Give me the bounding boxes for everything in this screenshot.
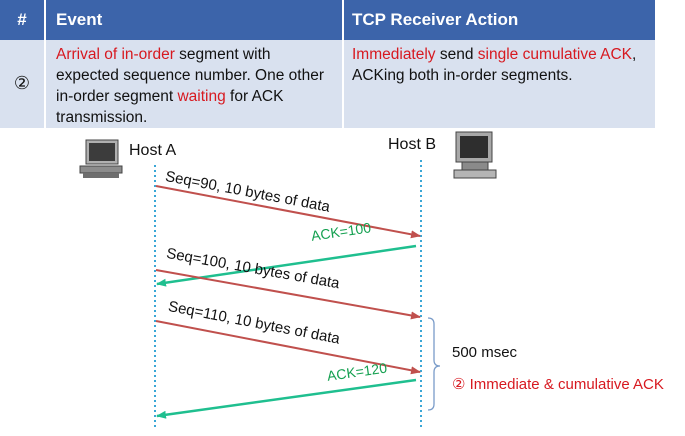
segment-arrow-seq110 bbox=[155, 320, 421, 375]
header-number: # bbox=[0, 0, 44, 40]
event-text-4: transmission. bbox=[56, 109, 148, 126]
host-b-label: Host B bbox=[388, 136, 437, 153]
action-text-2: , bbox=[632, 46, 637, 63]
action-text: Immediately send single cumulative ACK, … bbox=[352, 44, 652, 86]
segment-arrow-seq90 bbox=[155, 185, 421, 239]
action-text-3: ACKing both in-order segments. bbox=[352, 67, 573, 84]
action-highlight-cumulative: single cumulative ACK bbox=[477, 46, 633, 63]
event-text-2: expected sequence number. One other bbox=[56, 67, 324, 84]
event-text-1: segment with bbox=[174, 46, 271, 63]
cell-event bbox=[46, 40, 342, 128]
timer-bracket bbox=[427, 317, 441, 411]
event-text-3a: in-order segment bbox=[56, 88, 178, 105]
note-number: ② bbox=[452, 376, 466, 393]
cumulative-ack-note: ② Immediate & cumulative ACK bbox=[452, 375, 664, 393]
timer-label: 500 msec bbox=[452, 344, 518, 361]
ack-arrow-120 bbox=[156, 378, 417, 419]
host-a-label: Host A bbox=[129, 142, 177, 159]
row-number: ② bbox=[13, 73, 31, 93]
action-highlight-immediately: Immediately bbox=[352, 46, 436, 63]
event-text-3c: for ACK bbox=[225, 88, 284, 105]
event-text: Arrival of in-order segment with expecte… bbox=[56, 44, 342, 128]
cell-action bbox=[344, 40, 655, 128]
event-highlight-in-order: Arrival of in-order bbox=[56, 46, 175, 63]
computer-icon-host-b bbox=[453, 131, 497, 179]
action-text-1: send bbox=[435, 46, 478, 63]
note-text: Immediate & cumulative ACK bbox=[465, 376, 664, 393]
header-event: Event bbox=[46, 0, 342, 40]
segment-arrow-seq100 bbox=[155, 269, 421, 320]
event-highlight-waiting: waiting bbox=[177, 88, 226, 105]
header-action: TCP Receiver Action bbox=[344, 0, 655, 40]
cell-number bbox=[0, 40, 44, 128]
computer-icon-host-a bbox=[79, 139, 123, 178]
